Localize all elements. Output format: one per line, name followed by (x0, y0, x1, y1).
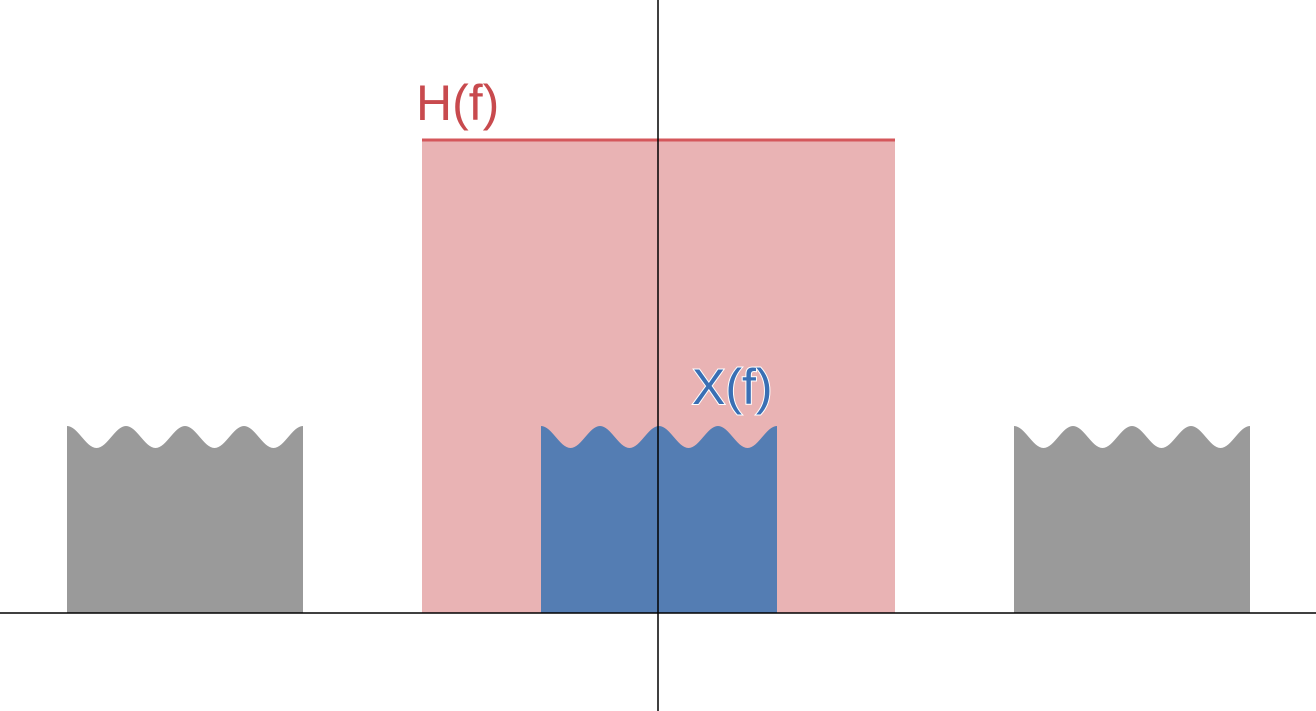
left-replica-band (67, 426, 303, 613)
filter-label: H(f) (416, 75, 499, 131)
right-replica-band (1014, 426, 1250, 613)
signal-label: X(f) (692, 359, 773, 415)
signal-band (541, 426, 777, 613)
